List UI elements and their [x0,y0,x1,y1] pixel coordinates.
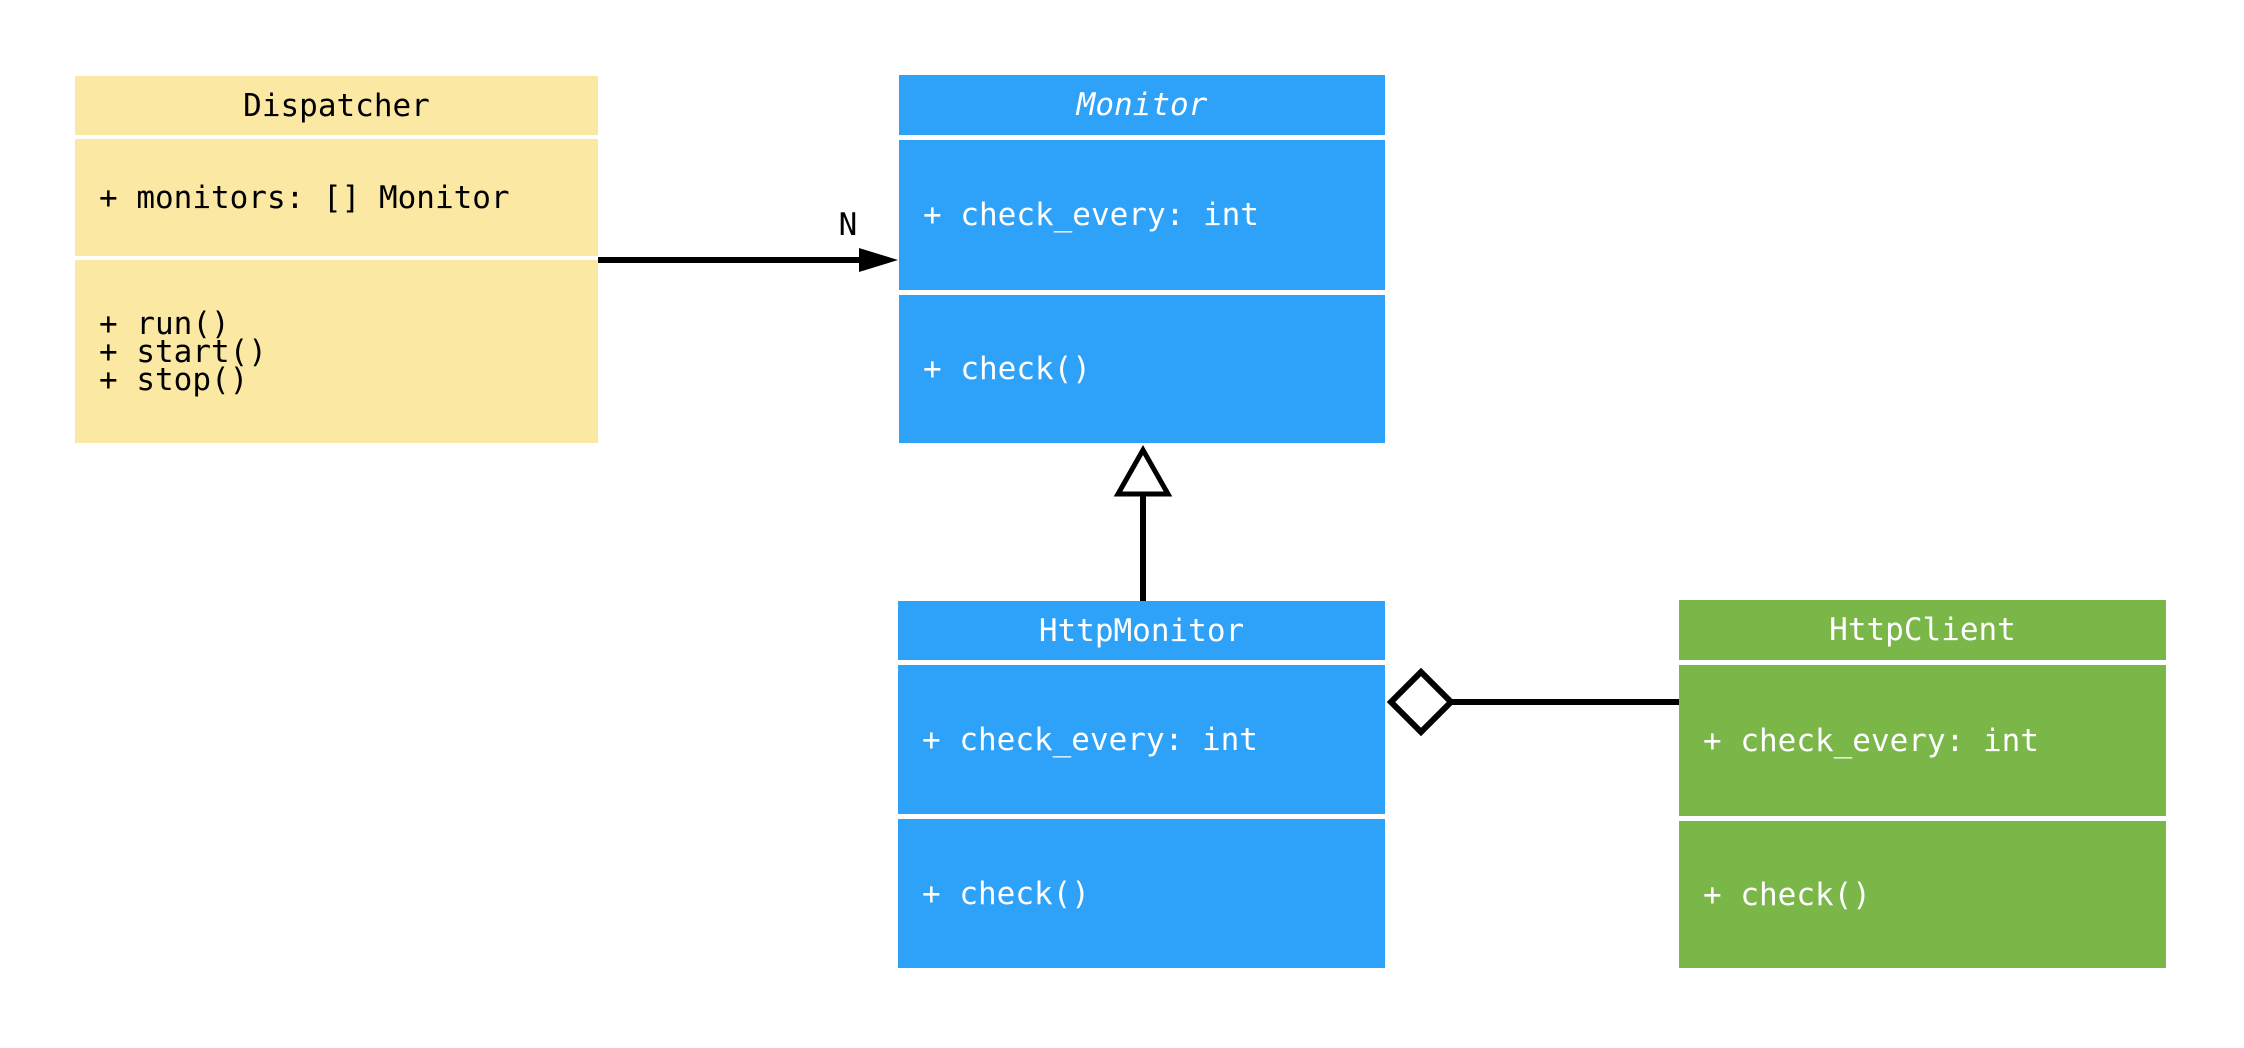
class-httpclient-title: HttpClient [1679,600,2166,660]
class-monitor-title: Monitor [899,75,1385,135]
class-monitor-attributes: + check_every: int [899,140,1385,290]
attribute-line: + check_every: int [922,721,1258,758]
class-monitor-methods: + check() [899,295,1385,443]
class-dispatcher: Dispatcher + monitors: [] Monitor + run(… [75,76,598,443]
method-line: + start() [99,333,267,370]
class-httpmonitor-title: HttpMonitor [898,601,1385,660]
generalization-triangle-icon [1113,444,1173,497]
method-line: + run() [99,305,230,342]
aggregation-httpmonitor-httpclient [1386,667,1679,737]
association-dispatcher-to-monitor [598,248,898,272]
method-line: + stop() [99,361,249,398]
attribute-line: + check_every: int [1703,722,2039,759]
class-httpclient: HttpClient + check_every: int + check() [1679,600,2166,968]
method-line: + check() [1703,876,1871,913]
class-httpclient-attributes: + check_every: int [1679,665,2166,816]
class-dispatcher-title: Dispatcher [75,76,598,135]
attribute-line: + monitors: [] Monitor [99,179,510,216]
class-httpmonitor: HttpMonitor + check_every: int + check() [898,601,1385,968]
class-httpmonitor-attributes: + check_every: int [898,665,1385,814]
method-line: + check() [922,875,1090,912]
generalization-httpmonitor-to-monitor [1113,444,1173,601]
class-httpmonitor-methods: + check() [898,819,1385,968]
class-monitor: Monitor + check_every: int + check() [899,75,1385,443]
class-httpclient-methods: + check() [1679,821,2166,968]
aggregation-diamond-icon [1386,667,1456,737]
method-line: + check() [923,351,1091,387]
attribute-line: + check_every: int [923,197,1259,233]
multiplicity-label: N [838,207,858,243]
association-arrowhead-icon [859,248,898,272]
class-dispatcher-methods: + run() + start() + stop() [75,260,598,443]
class-dispatcher-attributes: + monitors: [] Monitor [75,139,598,256]
